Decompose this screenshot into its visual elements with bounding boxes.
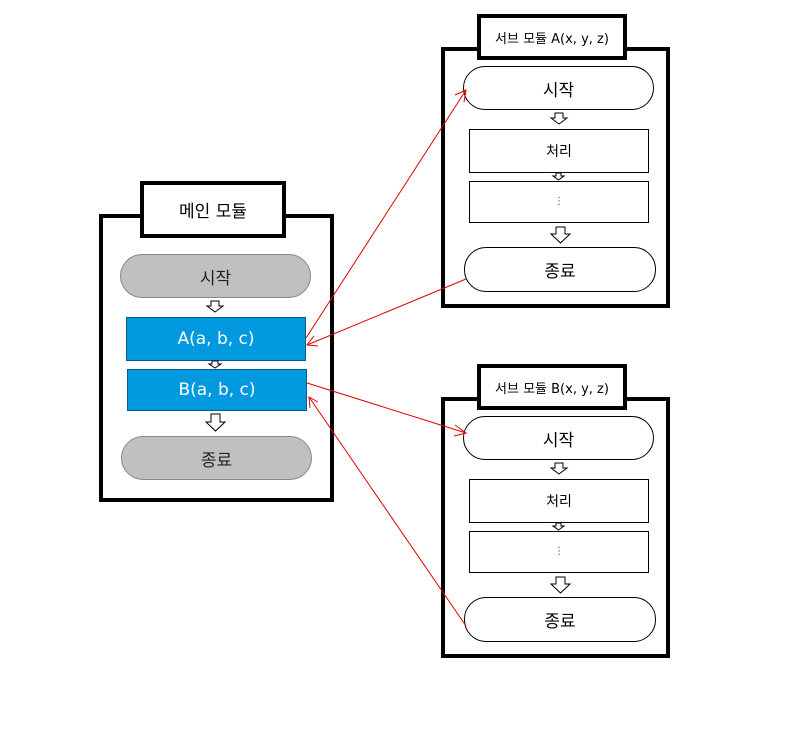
sub-module-a-title-text: 서브 모듈 A(x, y, z) bbox=[495, 31, 609, 47]
sub-b-process-label: 처리 bbox=[546, 494, 572, 510]
call-a-label: A(a, b, c) bbox=[177, 329, 255, 349]
sub-a-ellipsis: ⋮ bbox=[554, 196, 564, 207]
sub-a-process-box: 처리 bbox=[469, 129, 649, 173]
sub-module-b-title-text: 서브 모듈 B(x, y, z) bbox=[495, 381, 609, 397]
main-start-terminal: 시작 bbox=[120, 254, 311, 298]
main-module-title: 메인 모듈 bbox=[140, 181, 286, 238]
sub-b-end-label: 종료 bbox=[544, 612, 576, 632]
main-end-label: 종료 bbox=[200, 450, 233, 471]
sub-b-end-terminal: 종료 bbox=[464, 597, 656, 642]
sub-a-end-terminal: 종료 bbox=[464, 247, 656, 292]
call-a-box: A(a, b, c) bbox=[126, 317, 306, 361]
call-b-box: B(a, b, c) bbox=[127, 369, 307, 411]
call-b-label: B(a, b, c) bbox=[178, 380, 256, 400]
sub-a-process-label: 처리 bbox=[546, 144, 572, 160]
sub-a-start-label: 시작 bbox=[542, 80, 575, 101]
sub-b-start-terminal: 시작 bbox=[463, 416, 654, 460]
sub-a-start-terminal: 시작 bbox=[463, 66, 654, 110]
sub-b-ellipsis-box: ⋮ bbox=[469, 531, 649, 573]
sub-b-ellipsis: ⋮ bbox=[554, 546, 564, 557]
main-module-title-text: 메인 모듈 bbox=[179, 202, 247, 222]
sub-b-process-box: 처리 bbox=[469, 479, 649, 523]
main-end-terminal: 종료 bbox=[121, 436, 312, 480]
sub-module-a-title: 서브 모듈 A(x, y, z) bbox=[477, 14, 627, 60]
sub-a-ellipsis-box: ⋮ bbox=[469, 181, 649, 223]
main-start-label: 시작 bbox=[199, 268, 232, 289]
sub-b-start-label: 시작 bbox=[542, 430, 575, 451]
sub-module-b-title: 서브 모듈 B(x, y, z) bbox=[477, 364, 627, 410]
sub-a-end-label: 종료 bbox=[544, 262, 576, 282]
